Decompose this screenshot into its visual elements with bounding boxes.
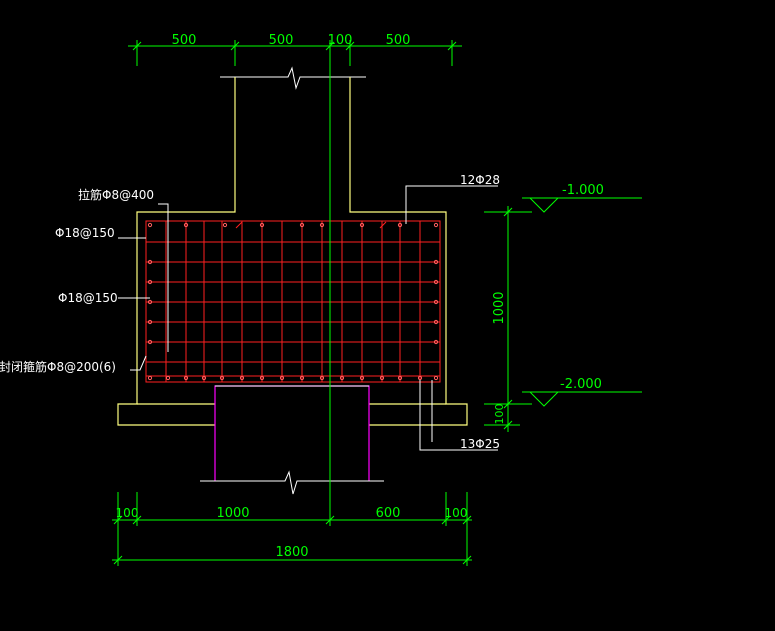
elevation-marker-bottom [522,391,642,407]
label-side-bar-1: Φ18@150 [55,226,115,240]
top-dim-100: 100 [328,33,353,48]
label-tie-bar: 拉筋Φ8@400 [78,187,154,202]
pile-outline [214,385,370,481]
elevation-top-label: -1.000 [562,183,604,198]
elevation-bottom-label: -2.000 [560,377,602,392]
bottom-dimension-chain [112,492,472,566]
label-top-bars: 12Φ28 [460,173,500,187]
left-leader-lines [118,203,169,371]
top-dim-500-b: 500 [269,33,294,48]
label-side-bar-2: Φ18@150 [58,291,118,305]
concrete-outline [117,77,468,426]
rebar-cage [145,220,441,383]
label-bottom-bars: 13Φ25 [460,437,500,451]
bottom-dim-100-b: 100 [445,506,468,520]
column-break-line [220,66,366,90]
right-leader-lines [405,185,498,451]
pile-break-line [200,470,384,495]
rebar-bar-dots [147,222,439,381]
top-dim-500-a: 500 [172,33,197,48]
top-dim-500-c: 500 [386,33,411,48]
right-dim-100: 100 [493,404,506,425]
label-closed-stirrup: 封闭箍筋Φ8@200(6) [0,359,116,374]
bottom-dim-total-1800: 1800 [275,545,308,560]
right-dimension-chain [484,206,532,432]
elevation-marker-top [522,197,642,213]
right-dim-1000: 1000 [492,291,507,324]
bottom-dim-1000: 1000 [216,506,249,521]
bottom-dim-100-a: 100 [116,506,139,520]
bottom-dim-600: 600 [376,506,401,521]
top-dimension-chain [128,40,462,66]
